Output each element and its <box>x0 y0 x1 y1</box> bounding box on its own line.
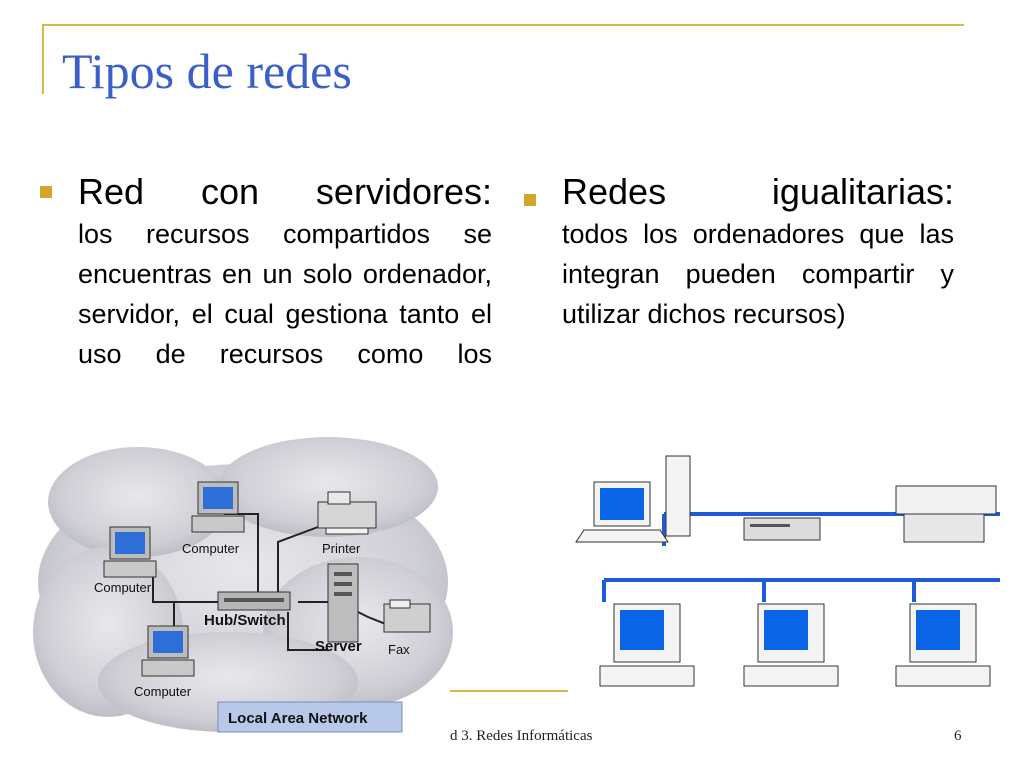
label-hub-switch: Hub/Switch <box>204 612 286 629</box>
peer-computer-3-icon <box>895 603 991 687</box>
left-heading: Red con servidores: <box>78 171 492 212</box>
left-body: los recursos compartidos se encuentras e… <box>78 219 492 369</box>
peer-computer-top-icon <box>575 455 691 543</box>
footer-line <box>450 690 568 692</box>
peer-printer-icon <box>895 485 997 543</box>
bullet-square-icon <box>524 194 536 206</box>
left-column: Red con servidores: los recursos compart… <box>40 170 492 458</box>
page-number: 6 <box>954 728 962 744</box>
right-heading: Redes igualitarias: <box>562 171 954 212</box>
label-computer-top: Computer <box>182 541 240 556</box>
fax-icon <box>383 599 431 633</box>
lan-banner: Local Area Network <box>228 710 368 727</box>
label-printer: Printer <box>322 541 361 556</box>
frame-top-line <box>42 24 964 26</box>
printer-icon <box>317 491 377 535</box>
label-computer-bottom: Computer <box>134 684 192 699</box>
label-server: Server <box>315 638 362 655</box>
peer-computer-1-icon <box>599 603 695 687</box>
slide-title: Tipos de redes <box>62 43 352 99</box>
hub-switch-icon <box>217 591 291 611</box>
peer-hub-icon <box>743 517 821 541</box>
right-body: todos los ordenadores que las integran p… <box>562 219 954 329</box>
computer-bottom-icon <box>141 625 195 677</box>
right-column: Redes igualitarias: todos los ordenadore… <box>524 170 954 334</box>
computer-top-icon <box>191 481 245 533</box>
server-icon <box>327 563 359 643</box>
label-computer-left: Computer <box>94 580 152 595</box>
peer-network-diagram <box>564 452 1004 692</box>
peer-computer-2-icon <box>743 603 839 687</box>
lan-diagram: Computer Computer Computer Printer Hub/S… <box>33 437 453 733</box>
footer-text: d 3. Redes Informáticas <box>450 728 593 744</box>
bullet-square-icon <box>40 186 52 198</box>
label-fax: Fax <box>388 642 410 657</box>
computer-left-icon <box>103 526 157 578</box>
frame-left-line <box>42 24 44 94</box>
